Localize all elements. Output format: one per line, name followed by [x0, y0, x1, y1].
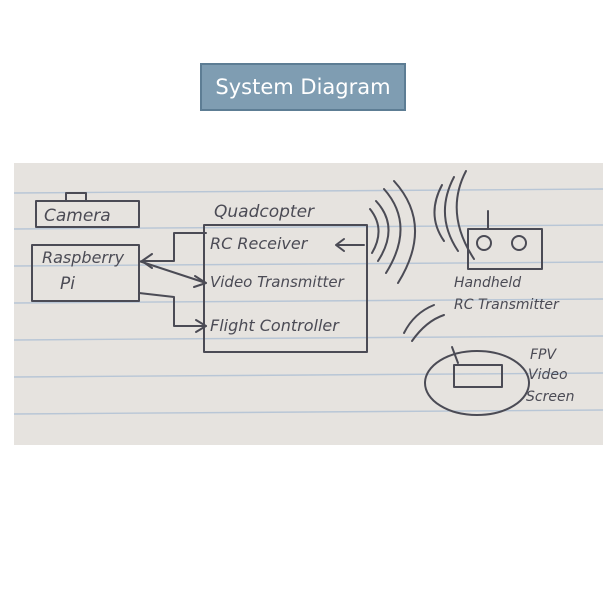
left-joystick [476, 235, 492, 251]
paper-background [14, 163, 603, 445]
fpv-screen-outline [424, 350, 530, 416]
pi-to-flight-controller-arrow [138, 292, 207, 327]
handheld-radio-waves [433, 170, 475, 260]
raspberry-pi-box [31, 244, 140, 302]
camera-box [35, 200, 140, 228]
video-label: Video [528, 367, 568, 383]
rc-transmitter-label: RC Transmitter [454, 297, 560, 313]
screen-label: Screen [526, 389, 574, 405]
receiver-arrow [335, 238, 365, 252]
video-transmitter-label: Video Transmitter [210, 273, 345, 291]
rc-receiver-to-pi-arrow [141, 232, 207, 262]
camera-label: Camera [44, 206, 111, 226]
whiteboard-photo: Camera Raspberry Pi Quadcopter RC Receiv… [14, 163, 603, 445]
quadcopter-radio-waves [369, 180, 417, 284]
right-joystick [511, 235, 527, 251]
video-arrowhead [193, 275, 207, 288]
camera-bump [65, 192, 87, 202]
fpv-radio-waves [403, 304, 445, 342]
flight-arrowhead [195, 319, 207, 333]
quadcopter-label: Quadcopter [214, 202, 315, 222]
fpv-display [453, 364, 503, 388]
pi-to-video-transmitter-arrow [138, 260, 207, 284]
rc-receiver-label: RC Receiver [210, 234, 309, 253]
quadcopter-box [203, 224, 368, 353]
handheld-label: Handheld [454, 275, 521, 291]
fpv-antenna [451, 346, 459, 364]
fpv-label: FPV [530, 347, 557, 363]
pi-label: Pi [60, 274, 75, 294]
raspberry-label: Raspberry [42, 248, 125, 267]
flight-controller-label: Flight Controller [210, 316, 340, 335]
diagram-title: System Diagram [200, 63, 406, 111]
